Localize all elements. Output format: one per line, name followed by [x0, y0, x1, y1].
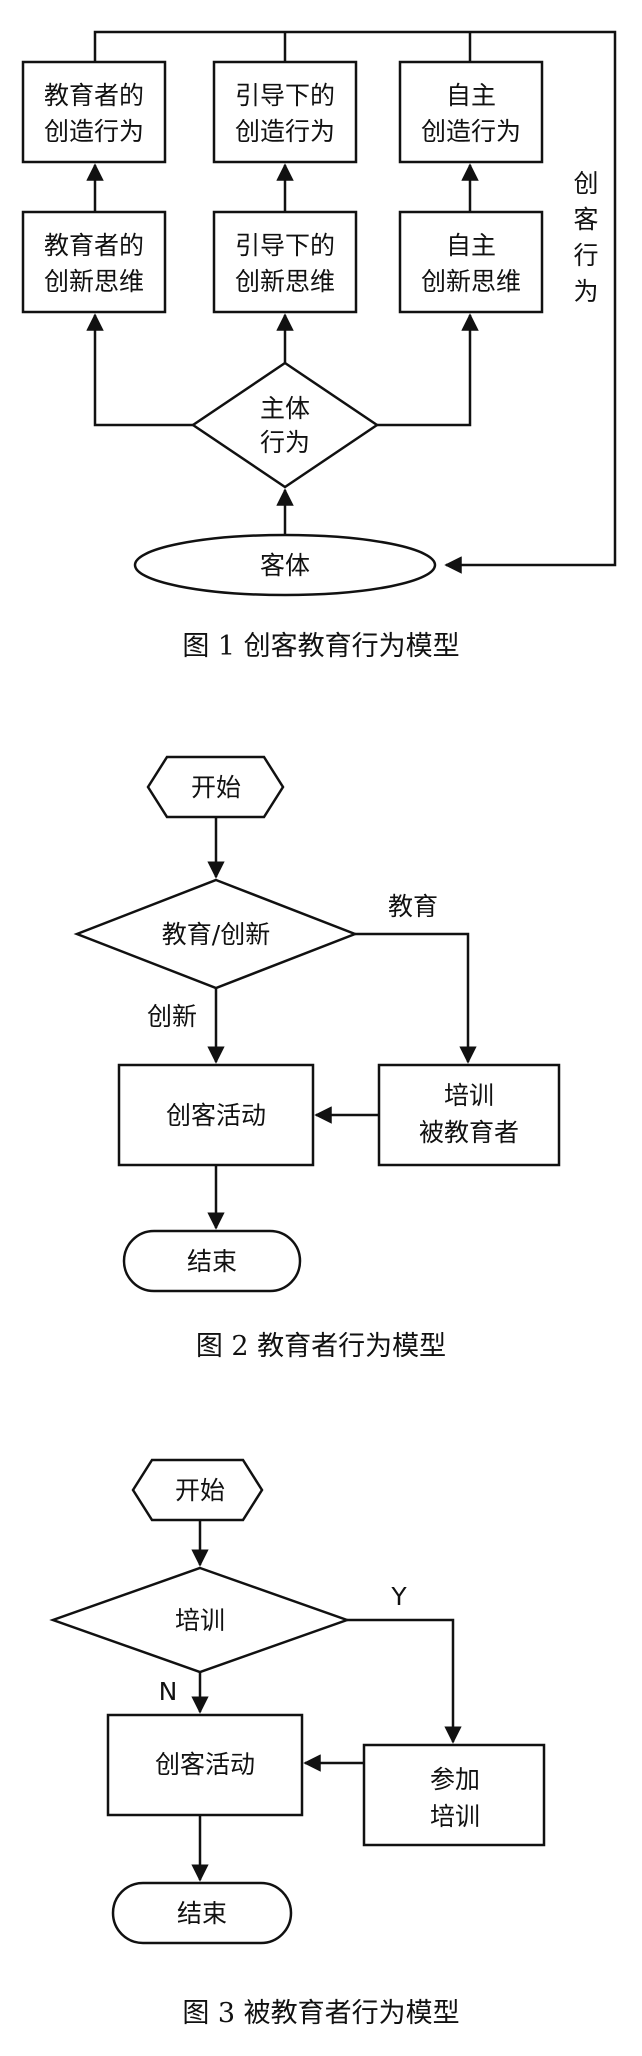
box-label: 自主 — [446, 81, 496, 110]
join-training-label: 培训 — [430, 1802, 480, 1831]
box-label: 创造行为 — [44, 117, 144, 146]
start-label: 开始 — [175, 1476, 225, 1505]
figure-1-caption: 图 1 创客教育行为模型 — [182, 631, 459, 662]
box-label: 教育者的 — [44, 81, 144, 110]
box-educator-creation — [21, 60, 167, 164]
figure-1-text: 教育者的 创造行为 引导下的 创造行为 自主 创造行为 教育者的 创新思维 引导… — [44, 81, 599, 580]
figure-3 — [49, 1458, 546, 1945]
box-autonomous-creation — [398, 60, 544, 164]
arrow-decision-right — [347, 1618, 462, 1744]
figure-3-caption: 图 3 被教育者行为模型 — [182, 1998, 459, 2029]
box-label: 引导下的 — [235, 81, 335, 110]
figure-2-text: 开始 教育/创新 教育 创新 创客活动 培训 被教育者 结束 — [147, 773, 519, 1276]
figure-3-text: 开始 培训 Y N 创客活动 参加 培训 结束 — [155, 1476, 480, 1928]
box-label: 自主 — [446, 231, 496, 260]
ellipse-label: 客体 — [260, 551, 310, 580]
decision-label: 教育/创新 — [162, 920, 270, 949]
diamond-label: 主体 — [260, 394, 310, 423]
activity-label: 创客活动 — [166, 1101, 266, 1130]
box-label: 创新思维 — [421, 267, 521, 296]
branch-down-label: 创新 — [147, 1002, 197, 1031]
loop-line — [93, 30, 617, 574]
box-label: 创造行为 — [235, 117, 335, 146]
box-label: 创新思维 — [44, 267, 144, 296]
start-hexagon — [146, 755, 285, 819]
arrow-diamond-right — [377, 313, 479, 427]
box-label: 教育者的 — [44, 231, 144, 260]
side-label-char: 行 — [573, 241, 598, 270]
side-label-char: 客 — [573, 205, 598, 234]
join-training-label: 参加 — [430, 1765, 480, 1794]
box-autonomous-thinking — [398, 210, 544, 314]
subject-behavior-diamond — [190, 361, 380, 489]
figure-2 — [73, 755, 561, 1293]
training-box — [377, 1063, 561, 1167]
arrow-diamond-left — [86, 313, 193, 427]
activity-label: 创客活动 — [155, 1750, 255, 1779]
activity-box — [106, 1713, 304, 1817]
box-label: 创新思维 — [235, 267, 335, 296]
training-label: 培训 — [444, 1081, 494, 1110]
diamond-label: 行为 — [260, 428, 310, 457]
end-label: 结束 — [177, 1899, 227, 1928]
end-label: 结束 — [187, 1247, 237, 1276]
box-label: 创造行为 — [421, 117, 521, 146]
training-label: 被教育者 — [419, 1118, 519, 1147]
box-label: 引导下的 — [235, 231, 335, 260]
end-terminal — [122, 1229, 302, 1293]
branch-down-label: N — [159, 1677, 178, 1706]
start-hexagon — [131, 1458, 264, 1522]
side-label-char: 创 — [573, 169, 598, 198]
branch-right-label: 教育 — [388, 892, 438, 921]
box-guided-thinking — [212, 210, 358, 314]
join-training-box — [362, 1743, 546, 1847]
box-educator-thinking — [21, 210, 167, 314]
start-label: 开始 — [191, 773, 241, 802]
object-ellipse — [133, 533, 437, 597]
side-label-char: 为 — [573, 277, 598, 306]
figure-1 — [21, 30, 617, 597]
arrow-decision-right — [355, 932, 477, 1064]
end-terminal — [111, 1881, 293, 1945]
decision-label: 培训 — [175, 1606, 225, 1635]
box-guided-creation — [212, 60, 358, 164]
figure-2-caption: 图 2 教育者行为模型 — [196, 1331, 446, 1362]
branch-right-label: Y — [390, 1582, 407, 1611]
